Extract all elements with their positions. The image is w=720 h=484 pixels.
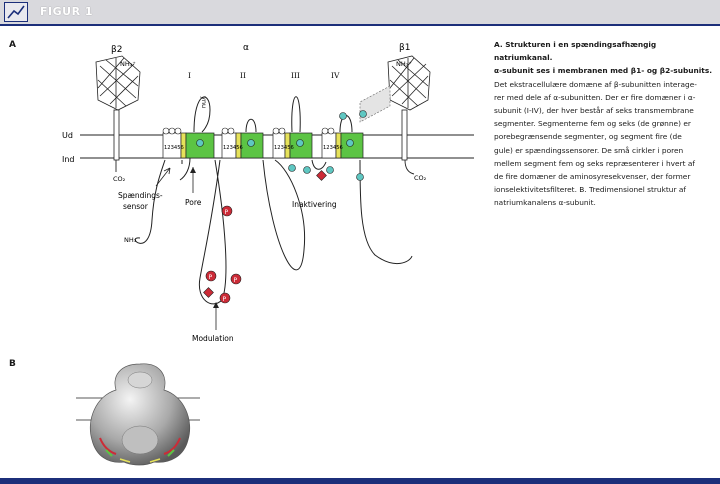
label-beta1-nh3: NH₃⁺: [396, 60, 412, 68]
label-spaendingssensor-2: sensor: [123, 202, 149, 211]
caption-line-2b: β1- og β2-subunits: [630, 66, 710, 76]
selectivity-filter-circles: [196, 110, 367, 181]
channel-3d-body: [89, 363, 191, 466]
beta1-subunit: β1 NH₃⁺ CO₂: [359, 43, 431, 182]
domain-iii-segment-numbers: 123456: [274, 145, 294, 151]
phosphorylation-sites: P P P P: [203, 170, 327, 304]
panel-label-b: B: [9, 359, 16, 369]
caption-line-12: natriumkanalens α-subunit.: [494, 198, 596, 208]
caption-line-2c: .: [709, 66, 713, 76]
phospho-site: [219, 292, 231, 304]
label-domain-iii: III: [291, 71, 300, 80]
caption-line-5: subunit (I-IV), der hver består af seks …: [494, 106, 694, 116]
label-ynu: ynu: [200, 96, 208, 108]
domain-ii-segment-numbers: 123456: [223, 145, 243, 151]
caption-line-6: segmenter. Segmenterne fem og seks (de g…: [494, 119, 691, 129]
svg-text:P: P: [225, 209, 229, 216]
phospho-site: [221, 205, 233, 217]
label-ud: Ud: [62, 131, 73, 140]
sodium-channel-diagram: Ud Ind β2 NH₃⁺ CO₂ β1 NH₃⁺ CO₂ α I II II…: [62, 43, 474, 466]
label-beta2: β2: [111, 45, 122, 55]
label-modulation: Modulation: [192, 334, 234, 343]
figure-caption: A. Strukturen i en spændingsafhængig nat…: [494, 38, 716, 210]
alpha-domain-iv: 123456: [321, 132, 364, 159]
figure-footer-bar: [0, 478, 720, 484]
beta1-transmembrane-segment: [401, 109, 408, 161]
domain-i-segment-numbers: 123456: [164, 145, 184, 151]
alpha-domain-i: 123456: [162, 132, 215, 159]
svg-text:P: P: [223, 296, 227, 303]
beta1-interaction-zone: [359, 85, 391, 123]
label-pore: Pore: [185, 198, 202, 207]
chart-logo-icon: [4, 2, 28, 22]
domain-iv-segment-numbers: 123456: [323, 145, 343, 151]
domain-i-pore-segments: [185, 132, 215, 159]
label-domain-ii: II: [240, 71, 246, 80]
label-beta1-co2: CO₂: [414, 174, 427, 182]
alpha-backbone: [134, 96, 413, 305]
caption-line-3: Det ekstracellulære domæne af β-subunitt…: [494, 79, 697, 89]
phospho-site: [230, 273, 242, 285]
label-domain-i: I: [188, 71, 191, 80]
figure-header-bar: FIGUR 1: [0, 0, 720, 26]
caption-line-7: porebegrænsende segmenter, og segment fi…: [494, 132, 682, 142]
alpha-domain-iii: 123456: [272, 132, 313, 159]
caption-line-11: ionselektivitetsfilteret. B. Tredimensio…: [494, 185, 686, 195]
segment-loop-bumps: [162, 127, 335, 135]
phospho-site: [205, 270, 217, 282]
alpha-domain-ii: 123456: [221, 132, 264, 159]
phospho-diamond: [203, 287, 214, 298]
label-alpha: α: [243, 43, 249, 53]
caption-line-8: gule) er spændingssensorer. De små cirkl…: [494, 145, 684, 155]
svg-text:P: P: [209, 274, 213, 281]
label-beta2-co2: CO₂: [113, 175, 126, 183]
caption-line-1: A. Strukturen i en spændingsafhængig nat…: [494, 40, 657, 63]
caption-line-10: de fire domæner de aminosyresekvenser, d…: [494, 172, 691, 182]
caption-line-9: mellem segment fem og seks repræsenterer…: [494, 158, 696, 168]
label-spaendingssensor-1: Spændings-: [118, 191, 163, 200]
label-domain-iv: IV: [331, 71, 340, 80]
label-beta2-nh3: NH₃⁺: [120, 60, 136, 68]
phospho-diamond: [316, 170, 327, 181]
label-beta1: β1: [399, 43, 410, 53]
panel-b-3d-structure: [76, 363, 200, 466]
annotations: Spændings- sensor Pore Inaktivering Modu…: [118, 167, 337, 343]
figure-title: FIGUR 1: [40, 5, 94, 18]
caption-line-2a: α-subunit ses i membranen med: [494, 66, 631, 76]
beta2-subunit: β2 NH₃⁺ CO₂: [95, 45, 141, 183]
caption-line-4: rer med dele af α-subunitten. Der er fir…: [494, 92, 696, 102]
panel-label-a: A: [9, 40, 16, 50]
beta2-transmembrane-segment: [113, 109, 120, 161]
label-nh3: NH₃: [124, 236, 137, 244]
svg-text:P: P: [234, 277, 238, 284]
label-ind: Ind: [62, 155, 75, 164]
label-inaktivering: Inaktivering: [292, 200, 337, 209]
